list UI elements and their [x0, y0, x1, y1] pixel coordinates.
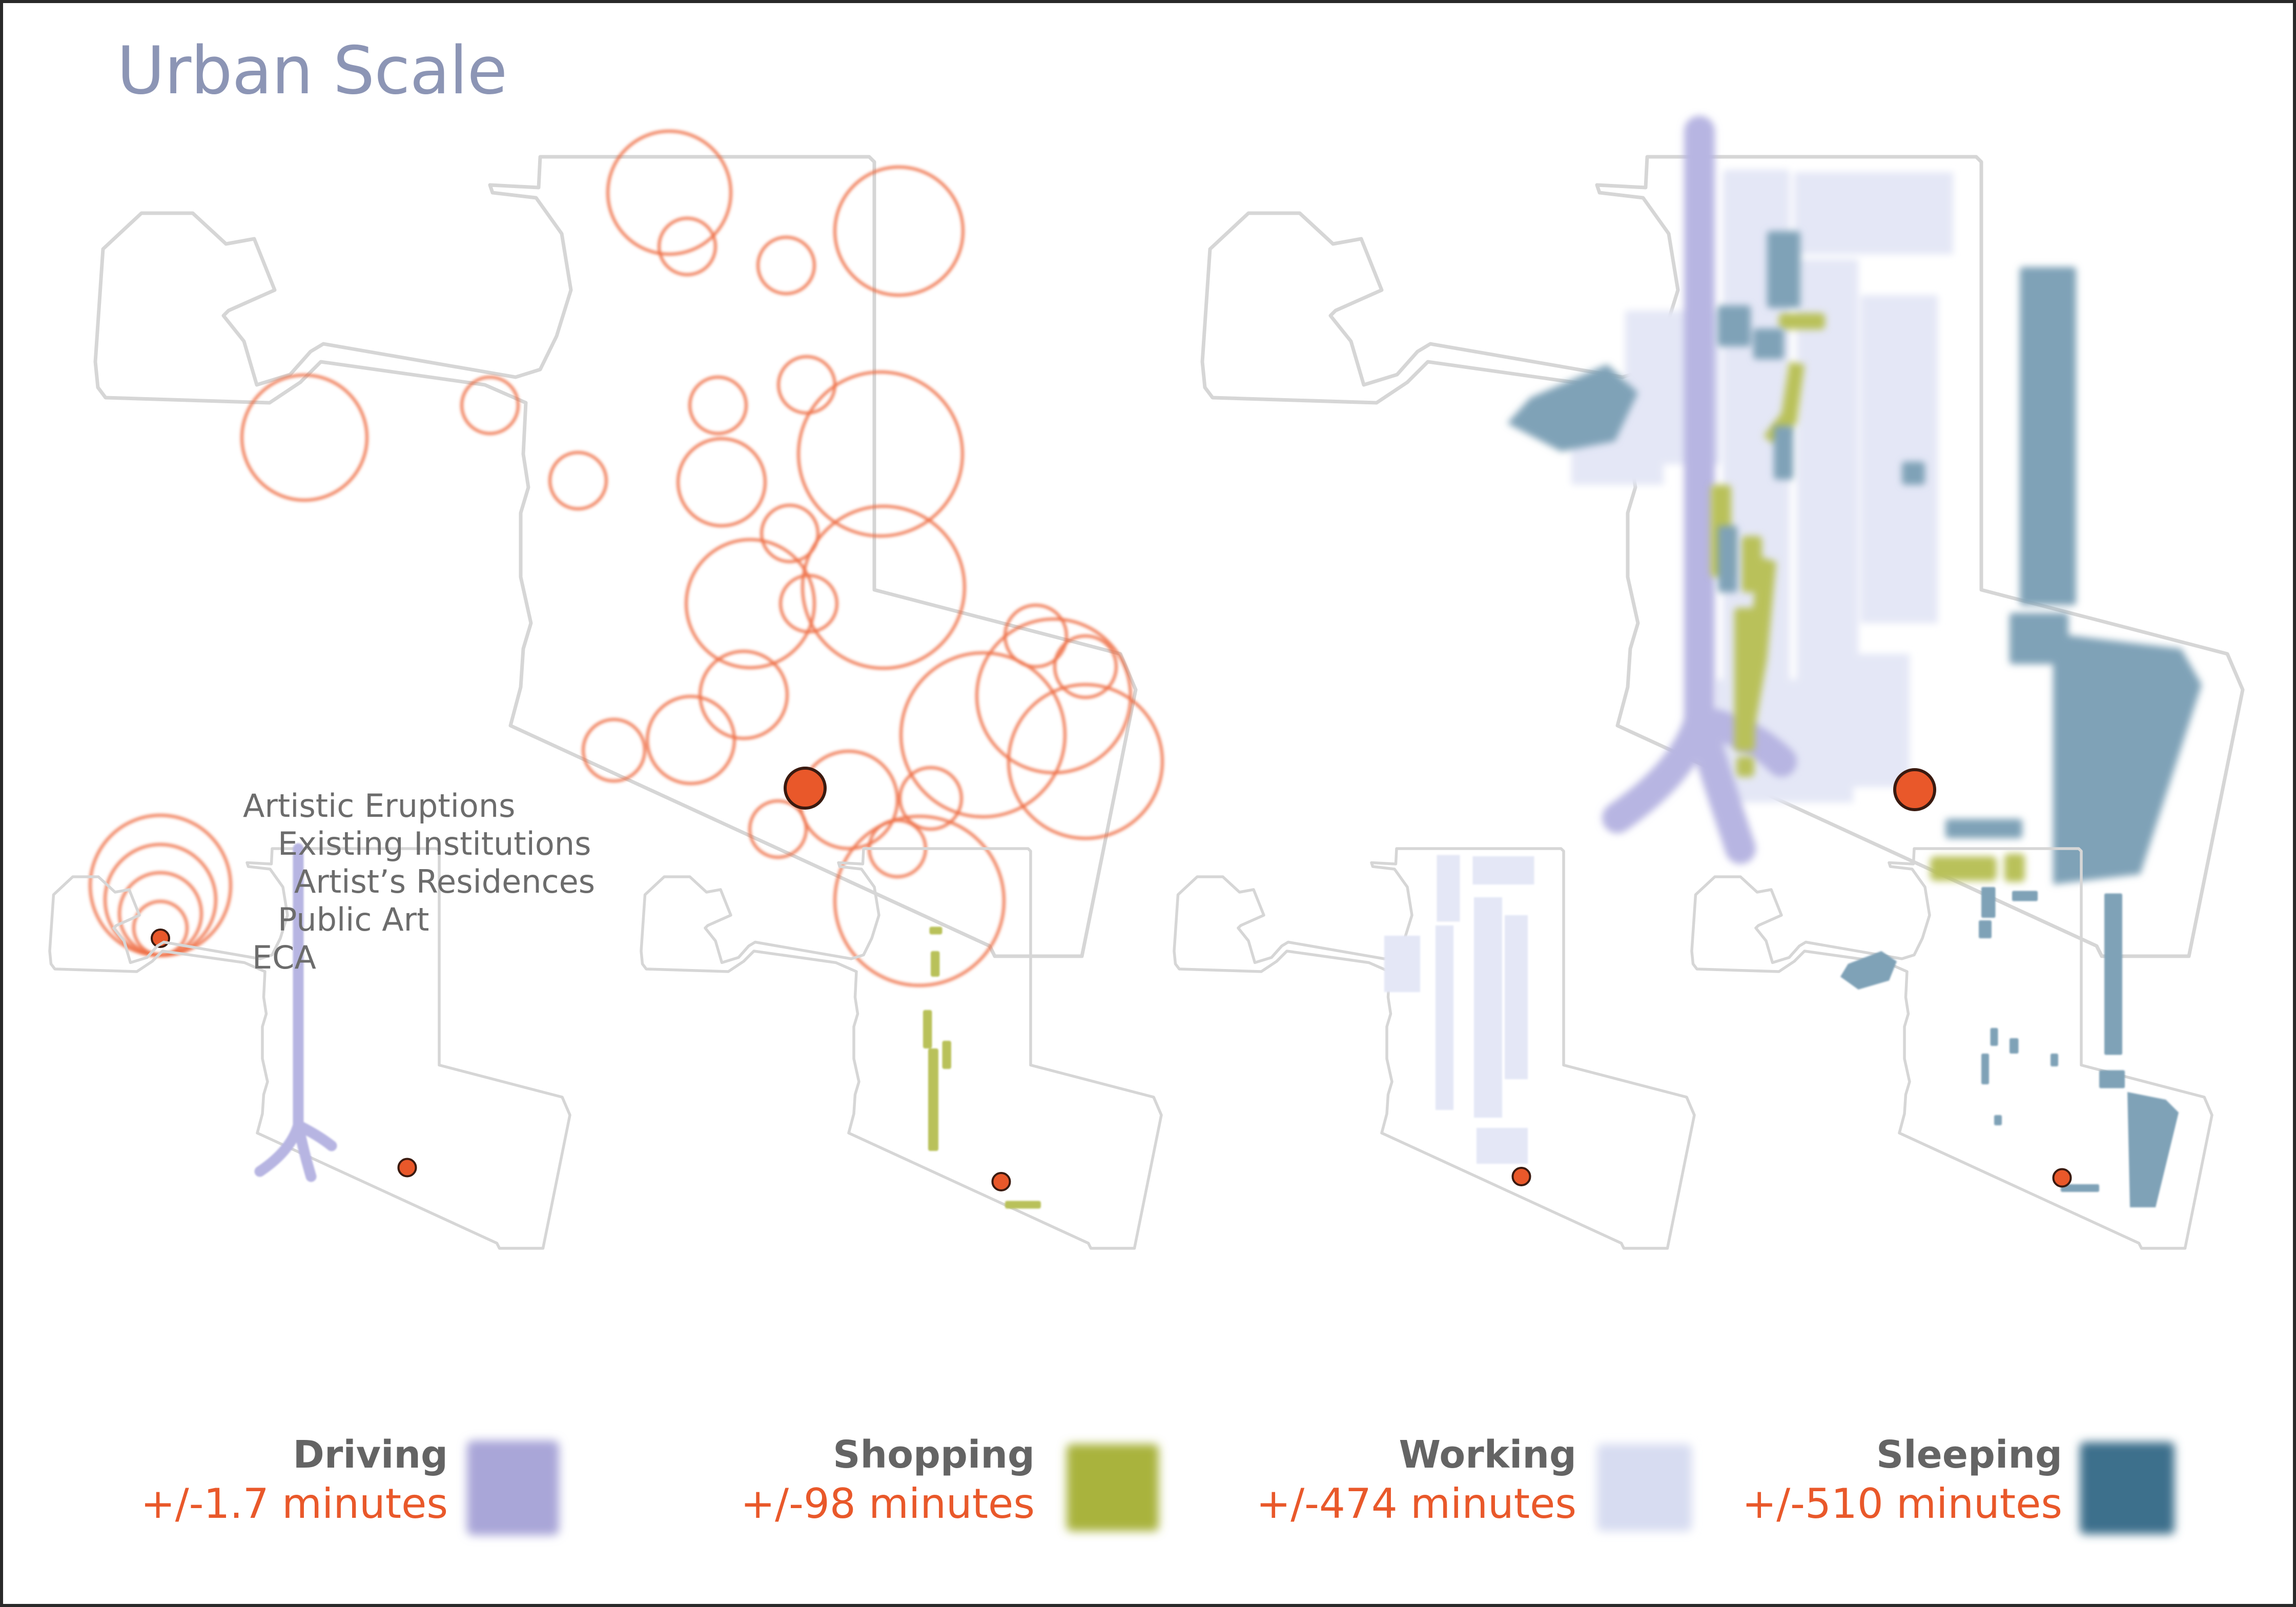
ring — [801, 505, 966, 670]
sleeping-zones — [1507, 231, 2202, 884]
shopping-swatch — [1067, 1444, 1159, 1531]
driving-map — [50, 843, 570, 1248]
ring — [688, 376, 748, 435]
driving-swatch — [467, 1440, 559, 1535]
ring — [460, 376, 520, 435]
swatches — [467, 1440, 2175, 1535]
legend-eca: ECA — [252, 939, 316, 976]
category-duration: +/-1.7 minutes — [140, 1480, 448, 1528]
category-working: Working +/-474 minutes — [1256, 1433, 1576, 1528]
ring — [582, 718, 646, 782]
category-name: Sleeping — [1876, 1433, 2062, 1477]
ring — [833, 815, 1006, 987]
legend-symbol — [89, 814, 232, 957]
working-zones — [1571, 170, 1953, 802]
ring — [658, 217, 717, 276]
ring — [779, 574, 838, 633]
legend-public-art: Public Art — [278, 901, 429, 938]
ring — [797, 370, 964, 538]
ring — [777, 355, 836, 415]
ring — [833, 166, 965, 297]
category-sleeping: Sleeping +/-510 minutes — [1742, 1433, 2062, 1528]
ring — [676, 437, 767, 527]
category-shopping: Shopping +/-98 minutes — [741, 1433, 1035, 1528]
category-duration: +/-474 minutes — [1256, 1480, 1576, 1528]
ring — [548, 451, 608, 510]
ring — [748, 799, 808, 859]
category-name: Working — [1399, 1433, 1576, 1477]
ring — [898, 766, 963, 831]
sleeping-map — [1692, 849, 2212, 1248]
legend-artistic-eruptions: Artistic Eruptions — [243, 787, 516, 825]
category-driving: Driving +/-1.7 minutes — [141, 1433, 448, 1528]
eruption-rings — [240, 130, 1164, 987]
ring — [760, 504, 819, 563]
working-map — [1174, 849, 1694, 1248]
ring — [899, 651, 1067, 818]
maps-svg — [3, 116, 2296, 1535]
ring — [699, 650, 789, 740]
legend-existing-institutions: Existing Institutions — [278, 825, 591, 862]
page-title: Urban Scale — [117, 33, 507, 109]
sleeping-swatch — [2080, 1442, 2175, 1534]
working-swatch — [1597, 1444, 1692, 1531]
eca-marker — [1893, 768, 1936, 811]
eruptions-map — [95, 130, 1164, 987]
ring — [240, 374, 368, 502]
category-name: Shopping — [833, 1433, 1035, 1477]
ring — [975, 617, 1132, 774]
district-outline — [95, 157, 1136, 956]
ring — [756, 236, 816, 295]
shopping-map — [641, 849, 1161, 1248]
landuse-map — [1202, 116, 2243, 956]
ring — [646, 695, 736, 785]
ring — [1007, 683, 1164, 840]
category-duration: +/-98 minutes — [741, 1480, 1035, 1528]
ring — [606, 130, 732, 256]
category-name: Driving — [293, 1433, 448, 1477]
ring — [685, 538, 816, 669]
category-duration: +/-510 minutes — [1742, 1480, 2062, 1528]
ring — [1053, 634, 1118, 699]
eca-marker — [784, 767, 827, 810]
legend-artists-residences: Artist’s Residences — [294, 863, 596, 900]
